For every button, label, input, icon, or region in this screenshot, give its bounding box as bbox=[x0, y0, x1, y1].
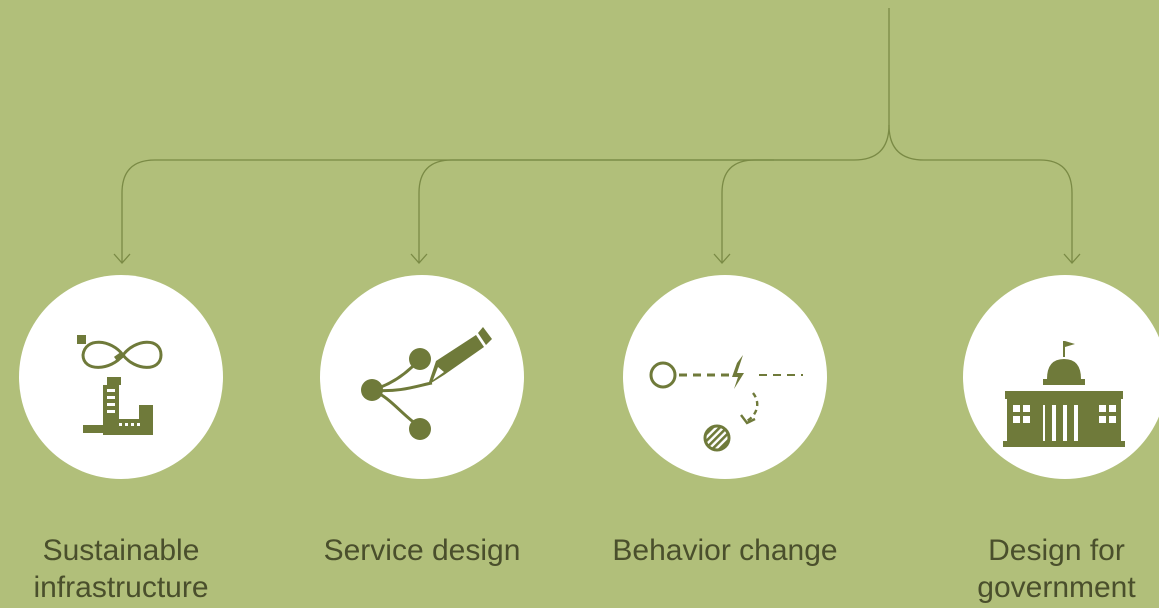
label-line-1: Sustainable bbox=[42, 534, 200, 567]
label-line-2: infrastructure bbox=[33, 571, 209, 604]
node-circle-behavior-change bbox=[623, 275, 827, 479]
node-label-sustainable-infrastructure: Sustainable infrastructure bbox=[0, 532, 242, 606]
branch-government bbox=[888, 124, 1073, 262]
circle-lightning-redirect-icon bbox=[649, 355, 803, 452]
arrowhead-1 bbox=[113, 253, 131, 264]
branch-service bbox=[418, 159, 774, 262]
label-line-1: Behavior change bbox=[612, 534, 838, 567]
node-circle-design-for-government bbox=[963, 275, 1159, 479]
government-building-icon bbox=[1003, 341, 1125, 447]
arrowhead-3 bbox=[713, 253, 731, 264]
trunk-line bbox=[121, 8, 890, 262]
node-label-service-design: Service design bbox=[292, 532, 552, 569]
node-label-behavior-change: Behavior change bbox=[590, 532, 860, 569]
label-line-1: Service design bbox=[323, 534, 521, 567]
node-circle-service-design bbox=[320, 275, 524, 479]
arrowhead-4 bbox=[1063, 253, 1081, 264]
node-circle-sustainable-infrastructure bbox=[19, 275, 223, 479]
arrowhead-2 bbox=[410, 253, 428, 264]
infinity-plug-city-icon bbox=[77, 335, 163, 435]
branch-behavior bbox=[721, 159, 820, 262]
node-label-design-for-government: Design for government bbox=[954, 532, 1159, 606]
branching-pencil-icon bbox=[361, 327, 492, 440]
label-line-2: government bbox=[977, 571, 1136, 604]
label-line-1: Design for bbox=[988, 534, 1125, 567]
